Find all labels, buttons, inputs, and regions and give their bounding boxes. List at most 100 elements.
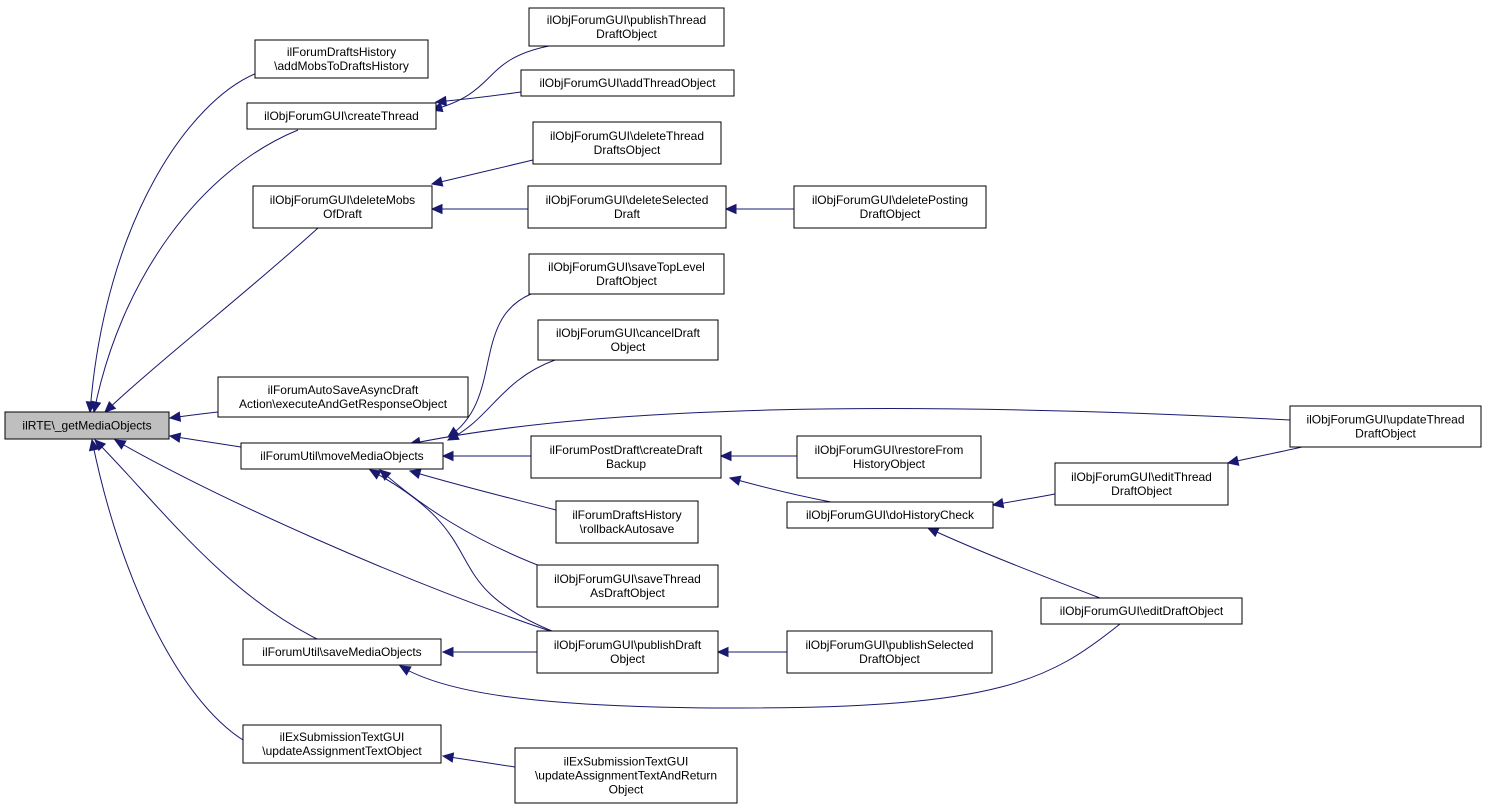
node-label-line: ilForumUtil\saveMediaObjects <box>262 645 421 659</box>
node-box <box>217 376 469 418</box>
node-saveMedia[interactable]: ilForumUtil\saveMediaObjects <box>242 638 442 666</box>
edge-publishDraft-to-root <box>113 439 551 632</box>
node-label-line: ilForumAutoSaveAsyncDraft <box>268 383 419 397</box>
node-root[interactable]: ilRTE\_getMediaObjects <box>4 411 170 440</box>
node-box <box>252 185 433 229</box>
node-box <box>530 435 722 479</box>
node-label-line: ilForumDraftsHistory <box>287 45 396 59</box>
node-label-line: HistoryObject <box>853 457 926 471</box>
edge-saveMedia-to-root <box>94 439 318 640</box>
node-label-line: DraftObject <box>1111 484 1172 498</box>
node-label-line: Object <box>611 340 646 354</box>
node-box <box>1289 405 1482 448</box>
edge-editDraft-to-saveMedia <box>398 623 1121 709</box>
edge-line <box>435 91 522 103</box>
edge-line <box>89 72 258 413</box>
node-label-line: DraftsObject <box>594 143 661 157</box>
node-box <box>254 39 429 79</box>
node-editDraft[interactable]: ilObjForumGUI\editDraftObject <box>1040 597 1243 625</box>
edge-doHistoryCheck-to-createDraftBackup <box>728 475 832 503</box>
arrowhead <box>90 400 102 414</box>
node-label-line: DraftObject <box>859 652 920 666</box>
node-box <box>520 69 735 97</box>
arrowhead <box>1226 455 1240 466</box>
arrowhead <box>168 432 182 443</box>
node-label-line: ilForumPostDraft\createDraft <box>550 443 703 457</box>
node-box <box>786 501 994 529</box>
node-label-line: ilObjForumGUI\deleteThread <box>550 129 704 143</box>
node-autoSave[interactable]: ilForumAutoSaveAsyncDraftAction\executeA… <box>217 376 469 418</box>
arrowhead <box>719 450 732 462</box>
node-label-line: \updateAssignmentTextAndReturn <box>535 769 717 783</box>
node-label-line: ilObjForumGUI\cancelDraft <box>556 326 701 340</box>
edge-draftsHistoryAdd-to-root <box>85 72 258 414</box>
node-label-line: \updateAssignmentTextObject <box>262 744 422 758</box>
node-box <box>242 638 442 666</box>
node-box <box>240 442 444 470</box>
node-box <box>246 102 437 130</box>
arrowhead <box>716 646 729 658</box>
node-moveMedia[interactable]: ilForumUtil\moveMediaObjects <box>240 442 444 470</box>
arrowhead <box>728 475 742 486</box>
edge-exSubmission-to-root <box>88 438 244 741</box>
edge-publishDraft-to-saveMedia <box>441 646 537 658</box>
edge-publishDraft-to-moveMedia <box>368 469 553 632</box>
node-exSubmissionReturn[interactable]: ilExSubmissionTextGUI\updateAssignmentTe… <box>514 747 738 804</box>
node-createThread[interactable]: ilObjForumGUI\createThread <box>246 102 437 130</box>
edge-exSubmissionReturn-to-exSubmission <box>441 752 516 768</box>
node-label-line: Action\executeAndGetResponseObject <box>239 397 448 411</box>
node-label-line: ilObjForumGUI\deleteSelected <box>546 193 709 207</box>
node-label-line: ilExSubmissionTextGUI <box>564 755 689 769</box>
node-label-line: ilObjForumGUI\publishSelected <box>805 638 973 652</box>
node-label-line: ilForumUtil\moveMediaObjects <box>260 449 423 463</box>
arrowhead <box>168 411 182 422</box>
edge-line <box>1227 446 1303 464</box>
edge-addThread-to-createThread <box>434 91 522 107</box>
edge-line <box>447 293 532 438</box>
node-doHistoryCheck[interactable]: ilObjForumGUI\doHistoryCheck <box>786 501 994 529</box>
node-draftsHistoryAdd[interactable]: ilForumDraftsHistory\addMobsToDraftsHist… <box>254 39 429 79</box>
node-label-line: Backup <box>606 457 646 471</box>
node-label-line: AsDraftObject <box>590 586 665 600</box>
node-label-line: DraftObject <box>1355 427 1416 441</box>
node-addThread[interactable]: ilObjForumGUI\addThreadObject <box>520 69 735 97</box>
node-box <box>242 724 442 764</box>
edge-line <box>114 439 551 632</box>
arrowhead <box>88 438 100 452</box>
node-box <box>514 747 738 804</box>
node-rollbackAutosave[interactable]: ilForumDraftsHistory\rollbackAutosave <box>555 500 699 544</box>
node-label-line: ilRTE\_getMediaObjects <box>22 419 151 433</box>
node-box <box>555 500 699 544</box>
node-exSubmission[interactable]: ilExSubmissionTextGUI\updateAssignmentTe… <box>242 724 442 764</box>
edge-line <box>104 227 319 413</box>
node-label-line: ilObjForumGUI\doHistoryCheck <box>806 508 975 522</box>
edge-saveThreadAsDraft-to-moveMedia <box>379 469 554 572</box>
arrowhead <box>441 646 454 658</box>
arrowhead <box>724 203 737 215</box>
edge-editThreadDraft-to-doHistoryCheck <box>991 493 1056 509</box>
node-label-line: ilObjForumGUI\createThread <box>264 109 419 123</box>
edge-createThread-to-root <box>90 129 299 414</box>
edge-autoSave-to-root <box>168 411 219 422</box>
nodes-layer: ilRTE\_getMediaObjects ilForumDraftsHisto… <box>4 7 1482 804</box>
node-box <box>528 7 725 47</box>
node-label-line: \rollbackAutosave <box>580 522 675 536</box>
edge-rollbackAutosave-to-moveMedia <box>408 468 557 511</box>
node-label-line: DraftObject <box>596 27 657 41</box>
arrowhead <box>368 469 382 480</box>
arrowhead <box>430 176 444 187</box>
